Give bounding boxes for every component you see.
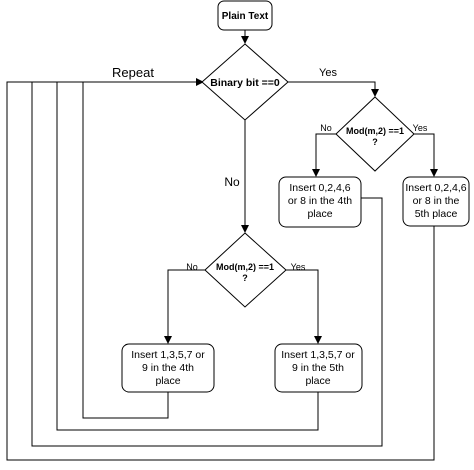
box-even-4th-rect (278, 176, 362, 228)
no-branch-yes-label: Yes (291, 262, 306, 272)
box-even-4th-line-3: place (307, 208, 332, 220)
box-odd-5th: Insert 1,3,5,7 or 9 in the 5th place (274, 343, 363, 393)
loop-even-5th (6, 81, 435, 461)
box-odd-5th-rect (274, 343, 363, 393)
yes-mod-label-1: Mod(m,2) ==1 (346, 126, 404, 136)
box-odd-4th: Insert 1,3,5,7 or 9 in the 4th place (121, 343, 215, 393)
no-mod-label-1: Mod(m,2) ==1 (216, 262, 274, 272)
edge-yesmod-yes (414, 133, 438, 177)
box-even-5th-line-1: Insert 0,2,4,6 (405, 182, 466, 194)
bit-diamond (201, 43, 289, 121)
edge-yesmod-no (312, 133, 336, 177)
yes-branch-no-label: No (320, 123, 332, 133)
start-label: Plain Text (222, 11, 269, 22)
edges (6, 30, 438, 461)
box-odd-4th-line-1: Insert 1,3,5,7 or (131, 349, 205, 361)
box-odd-5th-line-2: 9 in the 5th (292, 362, 344, 374)
bit-decision: Binary bit ==0 (201, 43, 289, 121)
loop-even-4th (31, 82, 383, 447)
start-node: Plain Text (217, 0, 273, 31)
box-odd-4th-rect (121, 343, 215, 393)
edge-nomod-yes (286, 269, 322, 344)
bit-yes-label: Yes (319, 67, 337, 79)
no-mod-diamond (204, 232, 287, 308)
loop-odd-5th (56, 82, 319, 431)
yes-branch-yes-label: Yes (413, 123, 428, 133)
no-mod-decision: Mod(m,2) ==1 ? (204, 232, 287, 308)
bit-no-label: No (224, 175, 240, 189)
no-mod-label-2: ? (242, 273, 248, 283)
box-even-5th: Insert 0,2,4,6 or 8 in the 5th place (402, 176, 470, 227)
box-odd-4th-line-3: place (155, 375, 180, 387)
yes-mod-diamond (335, 96, 415, 172)
box-even-4th: Insert 0,2,4,6 or 8 in the 4th place (278, 176, 362, 228)
box-odd-5th-line-1: Insert 1,3,5,7 or (281, 349, 355, 361)
yes-mod-label-2: ? (372, 137, 378, 147)
edge-bit-yes (288, 81, 379, 97)
loop-odd-4th (82, 78, 204, 419)
edge-labels: Repeat Yes No No Yes No Yes (112, 65, 428, 272)
box-even-5th-rect (402, 176, 470, 227)
box-even-5th-line-2: or 8 in the (413, 195, 460, 207)
bit-label: Binary bit ==0 (210, 77, 280, 89)
start-box (217, 0, 273, 31)
box-odd-4th-line-2: 9 in the 4th (142, 362, 194, 374)
box-even-4th-line-2: or 8 in the 4th (288, 195, 352, 207)
box-even-5th-line-3: 5th place (415, 208, 458, 220)
box-even-4th-line-1: Insert 0,2,4,6 (289, 182, 350, 194)
no-branch-no-label: No (186, 262, 198, 272)
yes-mod-decision: Mod(m,2) ==1 ? (335, 96, 415, 172)
repeat-label: Repeat (112, 65, 154, 80)
edge-nomod-no (164, 269, 205, 344)
box-odd-5th-line-3: place (305, 375, 330, 387)
